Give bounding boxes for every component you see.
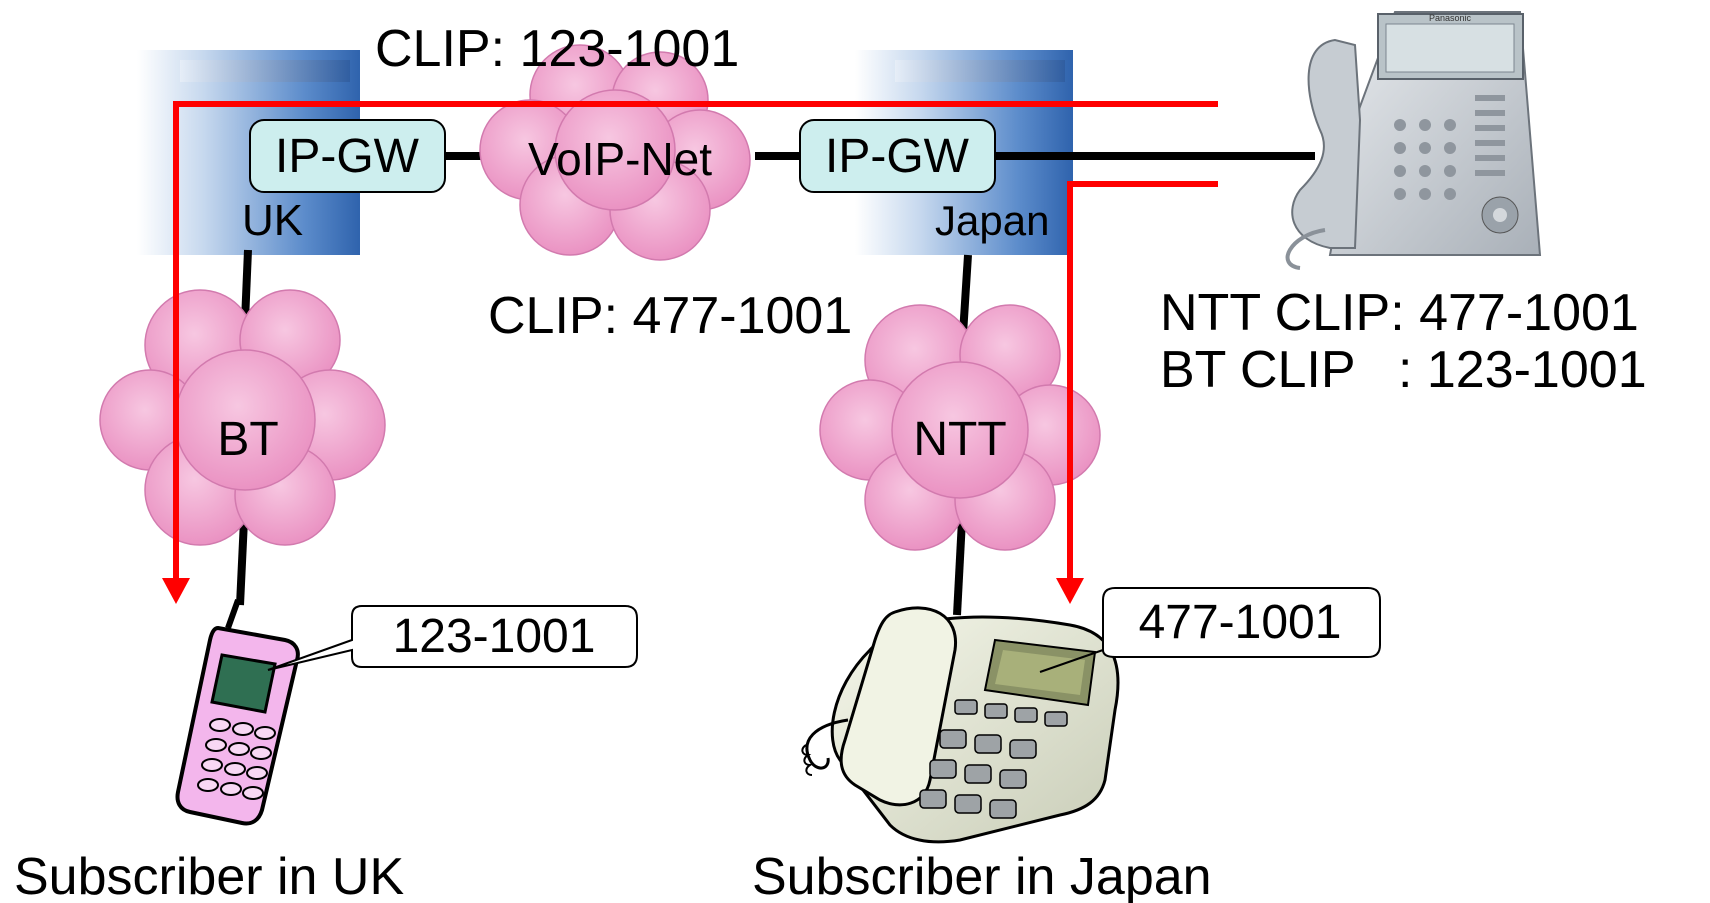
ntt-label: NTT: [913, 413, 1006, 466]
japan-ip-gateway: IP-GW: [799, 119, 996, 193]
signal-path-uk: [162, 101, 1218, 604]
uk-subscriber-caption: Subscriber in UK: [14, 848, 404, 903]
jp-subscriber-caption: Subscriber in Japan: [752, 848, 1212, 903]
signal-path-japan: [1056, 181, 1218, 604]
ntt-clip-label: NTT CLIP: 477-1001: [1160, 284, 1639, 342]
bt-label: BT: [217, 413, 278, 466]
jp-display-callout: 477-1001: [1039, 587, 1381, 673]
uk-gateway-label: IP-GW: [275, 130, 420, 183]
jp-gateway-label: IP-GW: [825, 130, 970, 183]
uk-display-callout: 123-1001: [267, 605, 638, 671]
network-links: [236, 152, 1315, 616]
clip-top-label: CLIP: 123-1001: [375, 20, 739, 78]
uk-site-label: UK: [242, 196, 303, 245]
phone-brand-label: Panasonic: [1429, 13, 1472, 23]
uk-ip-gateway: IP-GW: [249, 119, 446, 193]
ntt-cloud: [819, 304, 1101, 551]
japan-site-label: Japan: [935, 197, 1049, 244]
jp-display-number: 477-1001: [1139, 596, 1342, 649]
mobile-phone-icon: [175, 598, 300, 826]
bt-cloud: [99, 289, 386, 546]
clip-mid-label: CLIP: 477-1001: [488, 287, 852, 345]
uk-display-number: 123-1001: [393, 610, 596, 663]
voip-net-label: VoIP-Net: [528, 133, 712, 185]
desk-phone-icon: [801, 606, 1120, 844]
voip-net-cloud: [479, 44, 751, 261]
bt-clip-label: BT CLIP : 123-1001: [1160, 341, 1647, 399]
ip-desk-phone-icon: Panasonic: [1285, 11, 1542, 270]
